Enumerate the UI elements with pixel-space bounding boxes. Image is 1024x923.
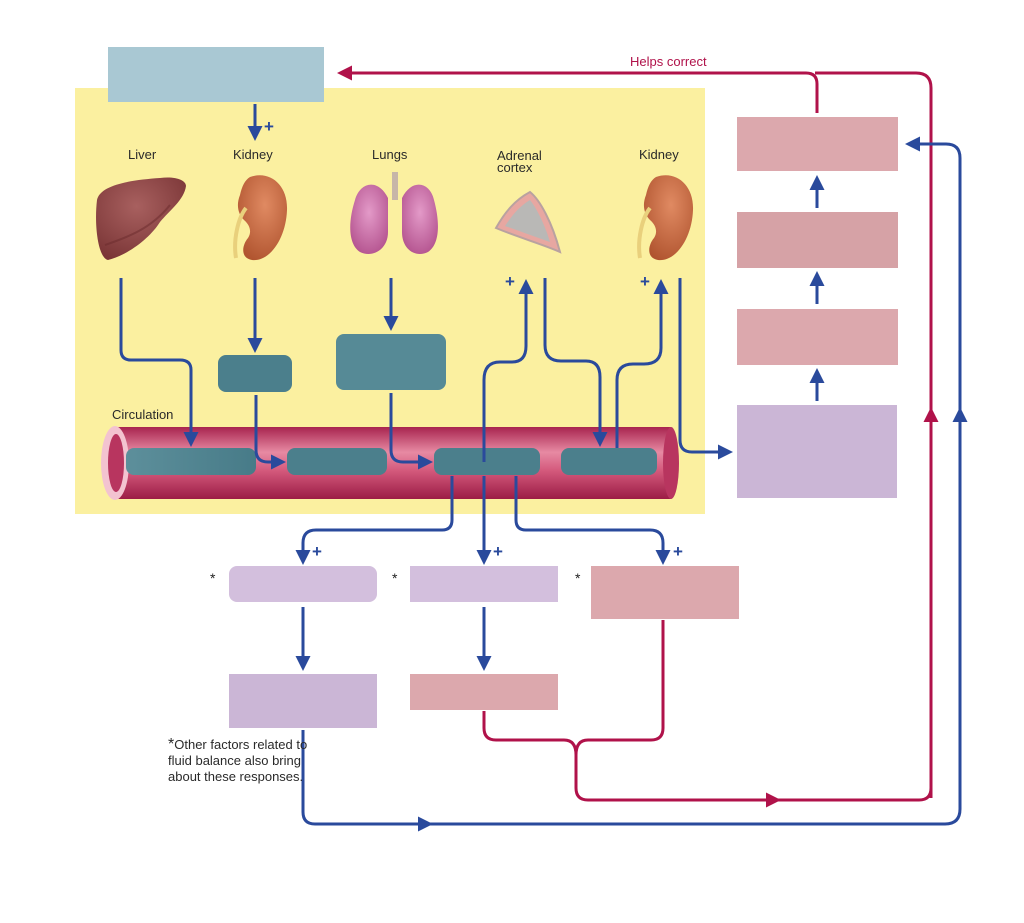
red-merge-down	[574, 752, 933, 802]
bottom-pink-box-3	[591, 566, 739, 619]
asterisk: *	[392, 570, 398, 586]
arrow-box-to-circulation-3	[389, 393, 433, 470]
arrow-box-to-circulation-2	[254, 395, 286, 470]
organ-label-adrenal-1: Adrenal	[497, 148, 542, 163]
teal-blank-box-5	[218, 355, 292, 392]
organ-label-adrenal-2: cortex	[497, 160, 533, 175]
plus-sign: +	[264, 117, 274, 136]
red-merge-right	[574, 620, 665, 756]
bottom-pink-box-5	[410, 674, 558, 710]
kidney-icon	[233, 175, 288, 261]
plus-sign: +	[312, 542, 322, 561]
lungs-icon	[350, 172, 438, 254]
red-feedback-right	[815, 71, 933, 798]
arrow-circulation-to-adrenal	[482, 279, 534, 462]
bottom-lavender-box-2	[410, 566, 558, 602]
organ-label-kidney-1: Kidney	[233, 147, 273, 162]
right-lavender-box	[737, 405, 897, 498]
plus-sign: +	[673, 542, 683, 561]
adrenal-cortex-icon	[494, 190, 562, 254]
organ-label-kidney-2: Kidney	[639, 147, 679, 162]
organ-label-liver: Liver	[128, 147, 157, 162]
teal-blank-box-1	[126, 448, 256, 475]
teal-blank-box-4	[561, 448, 657, 475]
arrow-down-right	[514, 476, 671, 565]
arrow-down-left	[295, 476, 454, 565]
right-pink-box-3	[737, 309, 898, 365]
arrow-liver-to-circulation	[119, 278, 199, 447]
arrow-circulation-to-kidney	[615, 279, 669, 448]
blue-feedback-right	[301, 136, 962, 826]
bottom-lavender-box-1	[229, 566, 377, 602]
plus-sign: +	[493, 542, 503, 561]
red-feedback-top	[337, 65, 819, 113]
helps-correct-label: Helps correct	[630, 54, 707, 69]
plus-sign: +	[640, 272, 650, 291]
asterisk: *	[575, 570, 581, 586]
liver-icon	[96, 177, 186, 260]
bottom-lavender-box-4	[229, 674, 377, 728]
asterisk: *	[210, 570, 216, 586]
arrow-adrenal-to-circulation	[543, 278, 608, 447]
teal-blank-box-2	[287, 448, 387, 475]
footnote-star: *	[168, 736, 175, 753]
footnote: *Other factors related to fluid balance …	[168, 737, 308, 785]
right-pink-box-1	[737, 117, 898, 171]
red-merge-left	[482, 711, 578, 756]
top-blank-box	[108, 47, 324, 102]
right-pink-box-2	[737, 212, 898, 268]
kidney-icon	[637, 175, 694, 261]
teal-blank-box-6	[336, 334, 446, 390]
plus-sign: +	[505, 272, 515, 291]
organ-label-lungs: Lungs	[372, 147, 408, 162]
footnote-text: Other factors related to fluid balance a…	[168, 737, 308, 784]
teal-blank-box-3	[434, 448, 540, 475]
arrow-kidney-to-right-box	[678, 278, 733, 460]
circulation-label: Circulation	[112, 407, 174, 422]
